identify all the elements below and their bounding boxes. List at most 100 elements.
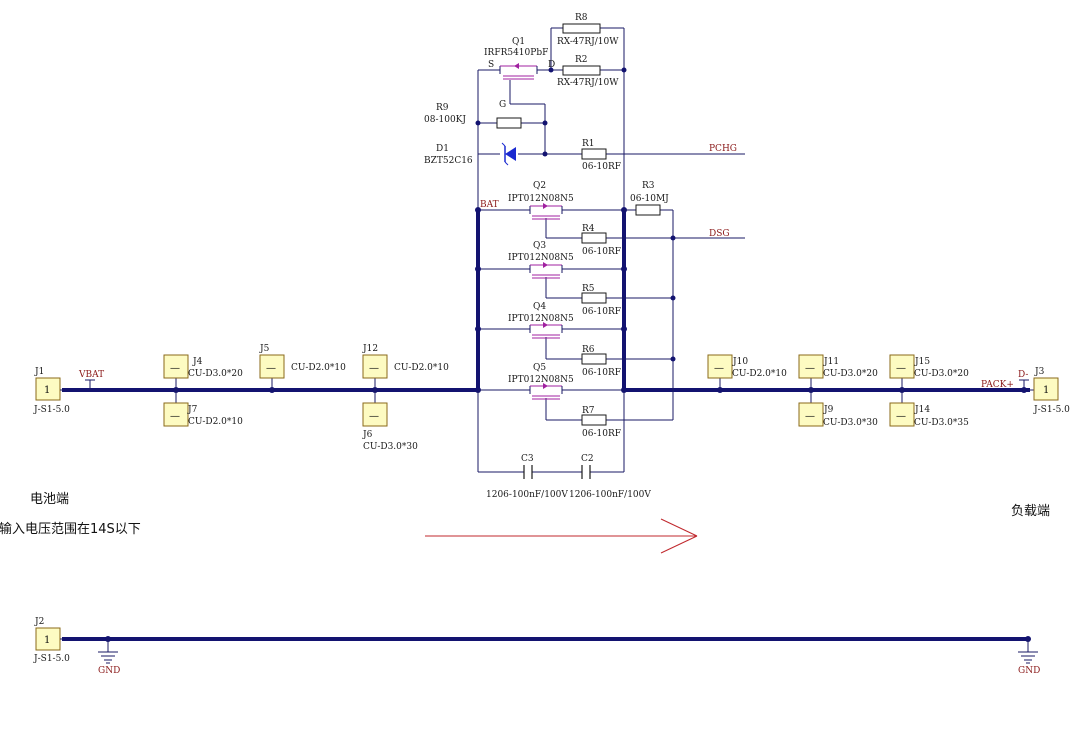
j1-ref: J1 [34,367,44,377]
net-dsg: DSG [709,229,730,239]
q1-pin-g: G [499,100,506,110]
jumper-j6: — J6 CU-D3.0*30 [362,390,418,452]
bat-label: BAT [480,200,499,210]
mosfet-q5: Q5 IPT012N08N5 [508,363,574,400]
j6-value: CU-D3.0*30 [363,442,418,452]
j7-symbol: — [170,411,180,422]
jumper-j10: — J10 CU-D2.0*10 [707,354,787,390]
j2-pin: 1 [44,635,50,646]
resistor-r8: R8 RX-47RJ/10W [557,13,619,47]
r3-ref: R3 [642,181,655,191]
d-minus-label: D- [1018,370,1028,380]
resistor-r4: R4 06-10RF [581,224,621,257]
r7-ref: R7 [582,406,595,416]
j11-ref: J11 [823,357,839,367]
r6-ref: R6 [582,345,595,355]
j9-symbol: — [805,411,815,422]
c3-ref: C3 [521,454,534,464]
j5-value: CU-D2.0*10 [291,363,346,373]
j10-symbol: — [714,363,724,374]
jumper-j7: — J7 CU-D2.0*10 [163,390,243,427]
q2-ref: Q2 [533,181,546,191]
r4-value: 06-10RF [582,247,621,257]
q1-ref: Q1 [512,37,525,47]
jumper-j14: — J14 CU-D3.0*35 [889,390,969,428]
q1-pin-d: D [548,60,555,70]
battery-side-note: 电池端 [30,492,69,507]
net-bat: BAT [480,200,499,210]
net-port-vbat: VBAT [78,370,104,390]
resistor-r9: R9 08-100KJ [424,103,522,129]
main-bus [62,208,1030,393]
gnd-symbol-left: GND [98,639,120,676]
j3-ref: J3 [1034,367,1045,377]
mosfet-q2: Q2 IPT012N08N5 [508,181,574,220]
j14-symbol: — [896,411,906,422]
j2-value: J-S1-5.0 [33,654,70,664]
j15-ref: J15 [914,357,930,367]
net-port-pack: D- PACK+ [981,370,1029,390]
resistor-r6: R6 06-10RF [581,345,621,378]
q1-pin-s: S [488,60,494,70]
j7-ref: J7 [187,405,198,415]
j6-symbol: — [369,411,379,422]
current-direction-arrow [425,518,698,554]
j12-symbol: — [369,363,379,374]
zener-d1: D1 BZT52C16 [424,142,516,166]
j3-pin: 1 [1043,385,1049,396]
mosfet-q3: Q3 IPT012N08N5 [508,241,574,279]
jumper-j4: — J4 CU-D3.0*20 [163,354,243,390]
r6-value: 06-10RF [582,368,621,378]
j9-ref: J9 [823,405,834,415]
top-wiring [475,27,745,210]
j7-value: CU-D2.0*10 [188,417,243,427]
d1-ref: D1 [436,144,449,154]
r2-ref: R2 [575,55,588,65]
load-side-note: 负载端 [1011,504,1050,519]
j14-ref: J14 [914,405,930,415]
r1-value: 06-10RF [582,162,621,172]
r1-ref: R1 [582,139,595,149]
q5-value: IPT012N08N5 [508,375,574,385]
mosfet-q4: Q4 IPT012N08N5 [508,302,574,339]
mosfet-array-wiring [475,207,745,473]
j14-value: CU-D3.0*35 [914,418,969,428]
j1-value: J-S1-5.0 [33,405,70,415]
j10-ref: J10 [732,357,748,367]
r2-value: RX-47RJ/10W [557,78,619,88]
voltage-range-note: 输入电压范围在14S以下 [0,521,141,537]
resistor-r3: R3 06-10MJ [630,181,669,216]
jumper-j9: — J9 CU-D3.0*30 [798,390,878,428]
dsg-label: DSG [709,229,730,239]
mosfet-q1: Q1 IRFR5410PbF S D G [484,37,555,110]
r9-value: 08-100KJ [424,115,466,125]
jumper-j5: — J5 CU-D2.0*10 [259,344,346,390]
r7-value: 06-10RF [582,429,621,439]
j5-symbol: — [266,363,276,374]
q3-ref: Q3 [533,241,546,251]
j1-pin: 1 [44,385,50,396]
pchg-label: PCHG [709,144,737,154]
resistor-r1: R1 06-10RF [581,139,621,172]
resistor-r2: R2 RX-47RJ/10W [557,55,619,88]
q3-value: IPT012N08N5 [508,253,574,263]
j11-symbol: — [805,363,815,374]
j3-value: J-S1-5.0 [1033,405,1070,415]
j15-symbol: — [896,363,906,374]
r5-ref: R5 [582,284,595,294]
q2-value: IPT012N08N5 [508,194,574,204]
connector-j3: 1 J3 J-S1-5.0 [1028,367,1070,415]
j5-ref: J5 [259,344,270,354]
r3-value: 06-10MJ [630,194,669,204]
j9-value: CU-D3.0*30 [823,418,878,428]
resistor-r5: R5 06-10RF [581,284,621,317]
r8-ref: R8 [575,13,588,23]
jumper-j11: — J11 CU-D3.0*20 [798,354,878,390]
r8-value: RX-47RJ/10W [557,37,619,47]
j4-symbol: — [170,363,180,374]
r9-ref: R9 [436,103,449,113]
j12-value: CU-D2.0*10 [394,363,449,373]
r4-ref: R4 [582,224,595,234]
capacitor-c2: C2 1206-100nF/100V [569,454,651,500]
